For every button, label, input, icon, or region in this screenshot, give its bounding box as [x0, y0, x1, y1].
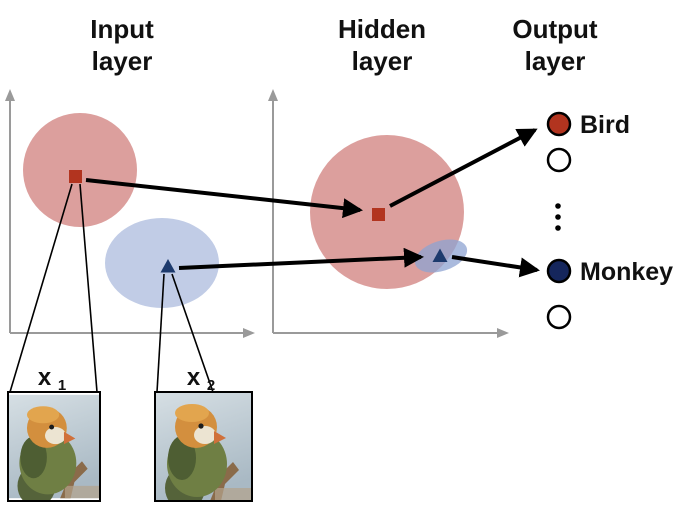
x2-base: x [187, 364, 201, 391]
arrow-input-triangle-to-hidden-triangle [178, 247, 424, 270]
output-layer-title-line2: layer [525, 46, 586, 76]
projection-line-x2-right [171, 273, 214, 393]
input-plot-y-arrowhead [5, 89, 15, 101]
connection-arrows [85, 128, 540, 278]
input-photo-x1-border [7, 391, 101, 502]
ellipsis-dot-1 [555, 203, 561, 209]
output-node-bird [546, 111, 572, 137]
zoom-projection-lines [9, 183, 214, 393]
x1-subscript: 1 [58, 377, 66, 394]
input-plot-axes [5, 89, 255, 338]
output-layer-title-line1: Output [512, 14, 598, 44]
hidden-layer-title-line1: Hidden [338, 14, 426, 44]
arrow-input-square-to-hidden-square [85, 178, 363, 219]
hidden-plot-y-arrowhead [268, 89, 278, 101]
ellipsis-dots-icon [555, 203, 561, 231]
input-photo-x2-border [154, 391, 253, 502]
projection-line-x1-right [79, 183, 98, 393]
output-node-bird-label: Bird [580, 111, 630, 139]
hidden-sample-red-square-marker [372, 208, 385, 221]
input-sample-red-square-marker [69, 170, 82, 183]
input-plot-x-arrowhead [243, 328, 255, 338]
input-photo-x1 [8, 394, 100, 501]
input-photo-x2 [155, 392, 252, 501]
input-blue-class-cluster [105, 218, 219, 308]
x2-subscript: 2 [207, 377, 215, 394]
output-node-monkey [546, 258, 572, 284]
input-layer-title-line2: layer [92, 46, 153, 76]
input-layer-title-line1: Input [90, 14, 154, 44]
hidden-plot-axes [268, 89, 509, 338]
ellipsis-dot-3 [555, 225, 561, 231]
output-node-monkey-label: Monkey [580, 258, 673, 286]
input-sample-blue-triangle-marker [160, 259, 176, 273]
x1-base: x [38, 364, 52, 391]
ellipsis-dot-2 [555, 214, 561, 220]
projection-line-x1-left [9, 183, 73, 393]
output-node-empty-1 [546, 147, 572, 173]
arrow-hidden-triangle-to-monkey-node [451, 255, 540, 278]
input-sample-label-x1: x 1 [38, 364, 66, 394]
arrow-hidden-square-to-bird-node [389, 128, 538, 208]
input-sample-label-x2: x 2 [187, 364, 215, 394]
output-node-empty-2 [546, 304, 572, 330]
projection-line-x2-left [156, 273, 165, 393]
hidden-layer-title-line2: layer [352, 46, 413, 76]
hidden-plot-x-arrowhead [497, 328, 509, 338]
hidden-sample-blue-triangle-marker [432, 248, 448, 262]
